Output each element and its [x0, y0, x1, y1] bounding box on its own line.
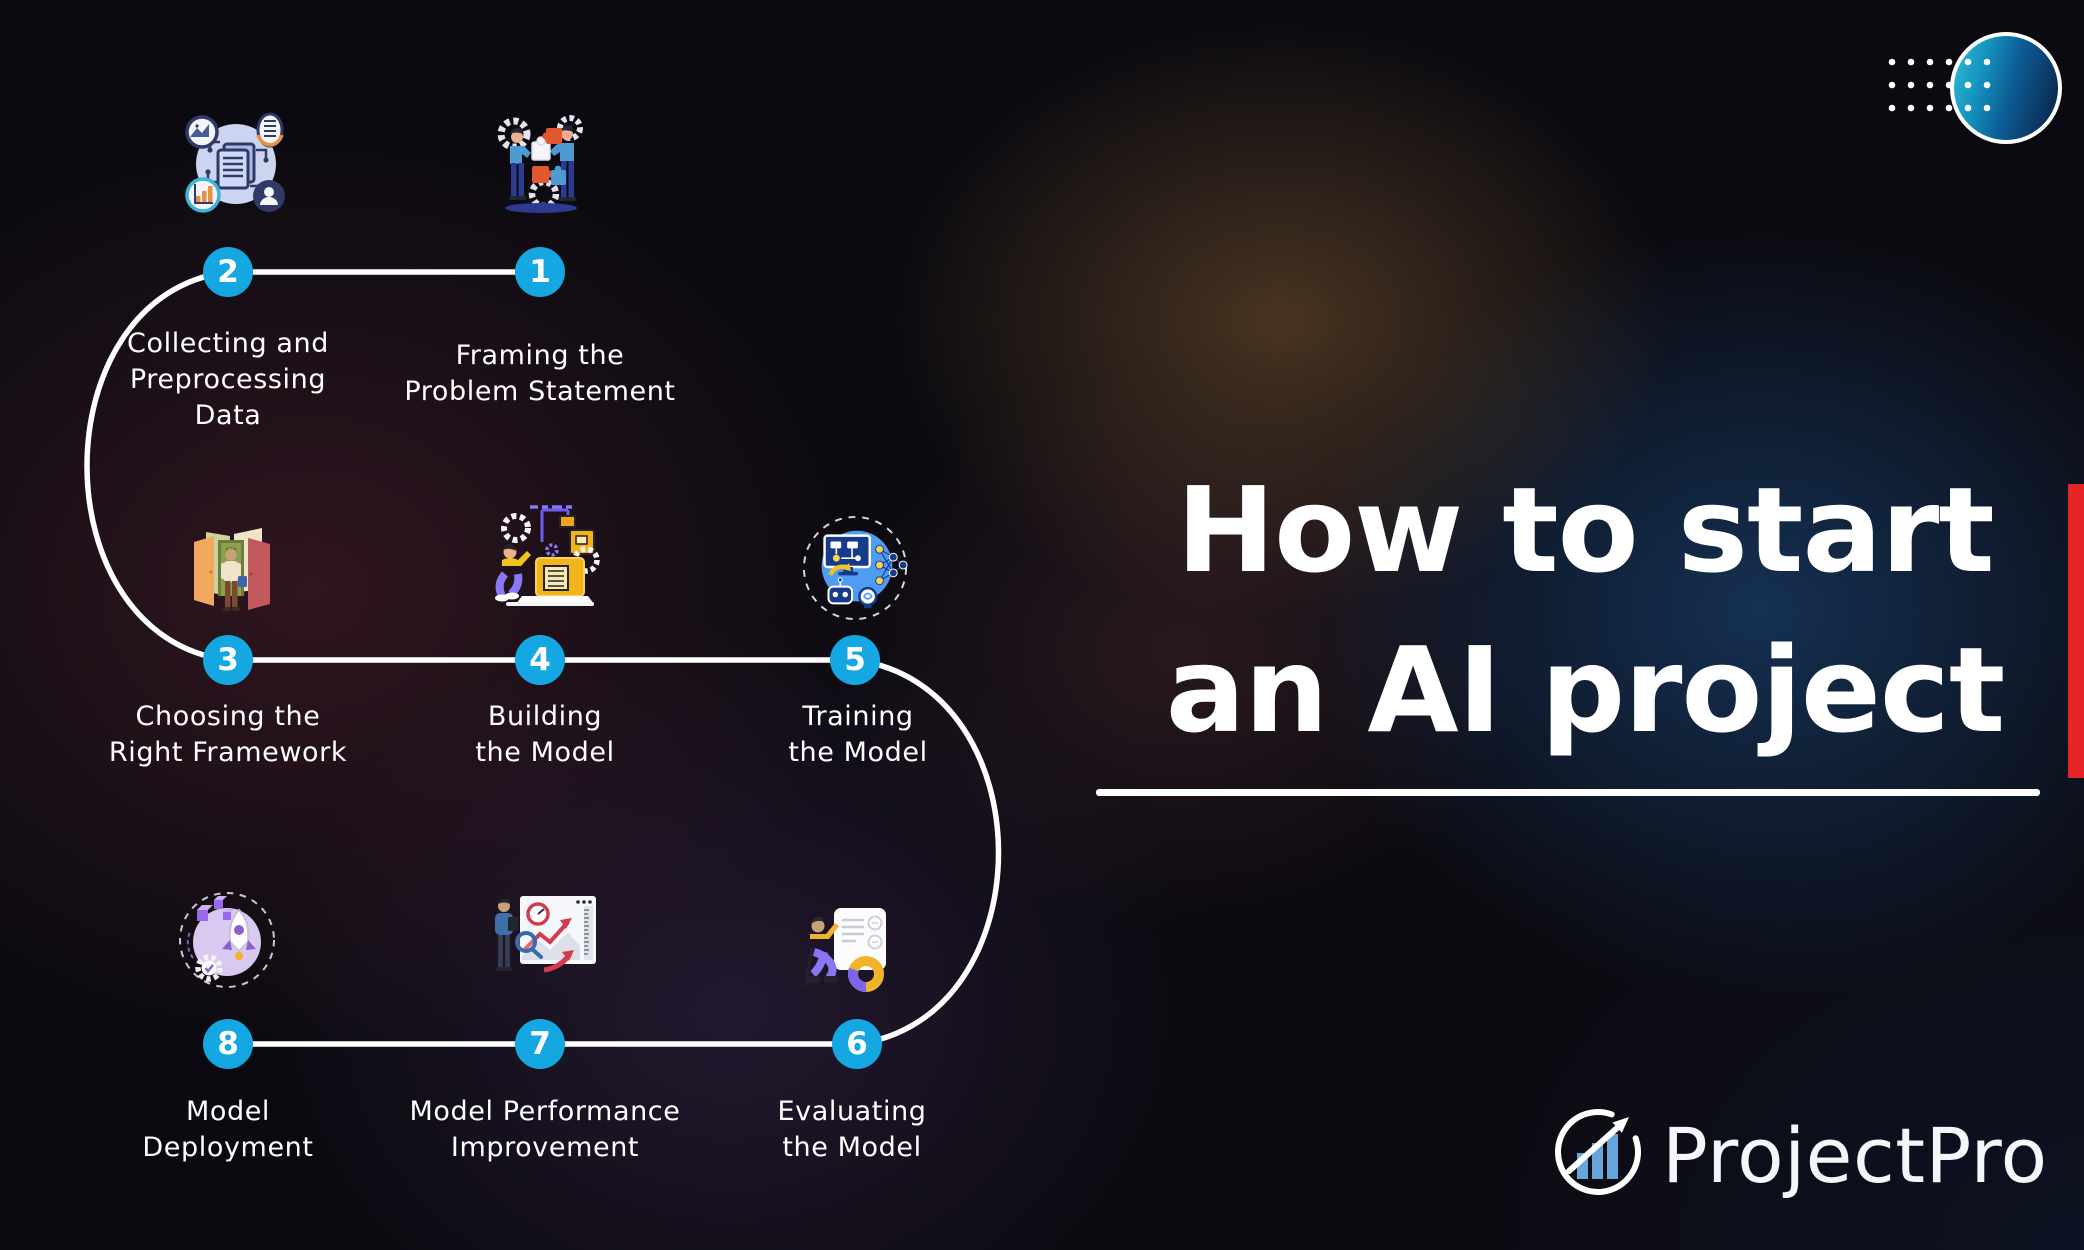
rocket-deployment-icon [179, 892, 275, 988]
step-1-marker: 1 [515, 247, 565, 297]
evaluation-presentation-icon [803, 908, 886, 992]
teamwork-puzzle-icon [497, 115, 583, 213]
step-3-marker: 3 [203, 635, 253, 685]
step-2-marker: 2 [203, 247, 253, 297]
step-6-label: Evaluating the Model [777, 1096, 927, 1163]
step-2-label: Collecting and Preprocessing Data [127, 328, 329, 431]
choosing-doors-icon [194, 528, 270, 611]
step-4-marker: 4 [515, 635, 565, 685]
machine-learning-icon [802, 515, 908, 621]
title-line-2: an AI project [1165, 621, 2006, 759]
step-6-marker: 6 [832, 1019, 882, 1069]
brand-name: ProjectPro [1662, 1111, 2048, 1200]
red-accent-bar [2068, 484, 2084, 778]
step-8-marker: 8 [203, 1019, 253, 1069]
page-title: How to start an AI project [1105, 450, 2065, 770]
step-4-label: Building the Model [475, 701, 615, 768]
model-construction-icon [495, 505, 600, 606]
data-documents-icon [185, 112, 285, 213]
title-line-1: How to start [1176, 461, 1994, 599]
dot-grid-decor [1888, 58, 1991, 112]
step-5-marker: 5 [830, 635, 880, 685]
step-7-marker: 7 [515, 1019, 565, 1069]
step-1-label: Framing the Problem Statement [404, 340, 676, 407]
step-5-label: Training the Model [788, 701, 928, 768]
projectpro-logo-icon [1555, 1109, 1641, 1195]
step-7-label: Model Performance Improvement [409, 1096, 681, 1163]
step-3-label: Choosing the Right Framework [108, 701, 348, 768]
step-8-label: Model Deployment [142, 1096, 314, 1163]
performance-chart-icon [495, 896, 596, 973]
title-underline [1096, 789, 2040, 796]
